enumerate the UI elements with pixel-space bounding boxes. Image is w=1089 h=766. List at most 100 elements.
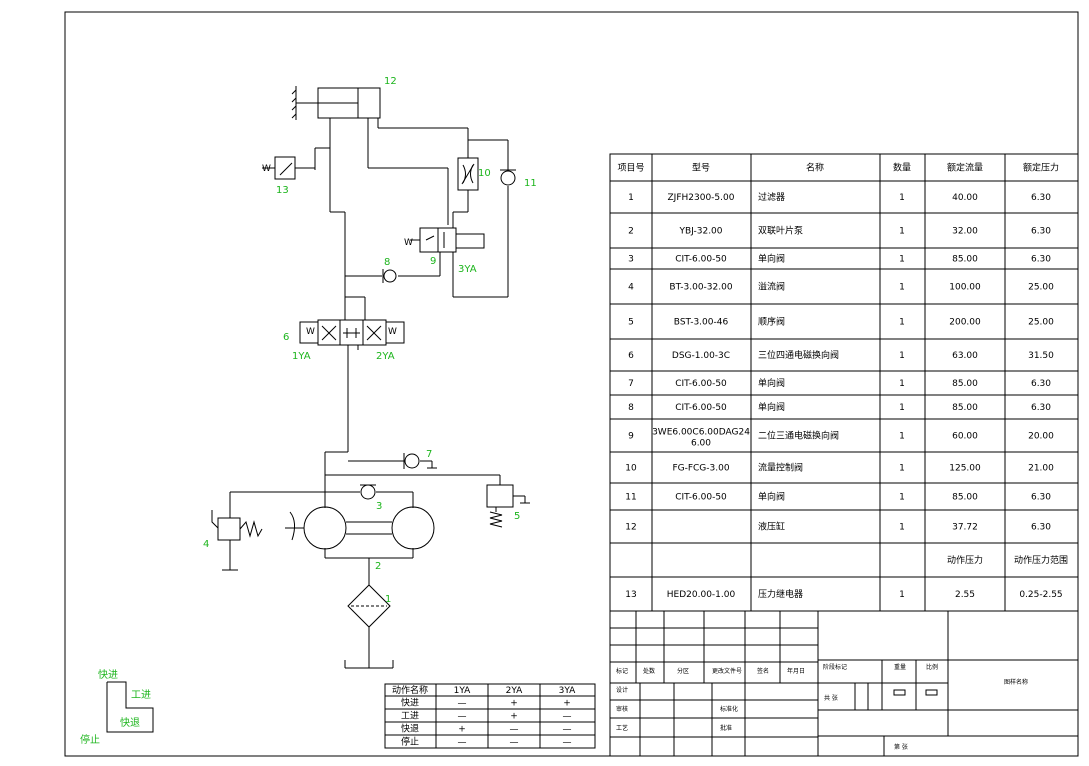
parts-table-cell: 3WE6.00C6.00DAG24: [652, 428, 750, 438]
parts-table-cell: 1: [899, 193, 905, 203]
parts-table-cell: 1: [899, 403, 905, 413]
tb-check: 审核: [616, 705, 628, 713]
parts-header-cell: 项目号: [617, 163, 644, 174]
parts-table-cell: 过滤器: [758, 191, 785, 203]
parts-table-cell: 9: [628, 432, 634, 442]
action-header-cell: 3YA: [559, 686, 577, 696]
parts-table-cell: DSG-1.00-3C: [672, 351, 730, 361]
parts-table-cell: 85.00: [952, 255, 978, 265]
parts-table-cell: BST-3.00-46: [674, 318, 729, 328]
parts-table-cell: 12: [625, 523, 636, 533]
parts-table-cell: 32.00: [952, 227, 978, 237]
parts-table-cell: 20.00: [1028, 432, 1054, 442]
parts-table-cell: 11: [625, 493, 636, 503]
parts-table-cell: 液压缸: [758, 521, 785, 533]
parts-table-cell: 1: [899, 432, 905, 442]
parts-table-cell: 13: [625, 590, 636, 600]
label-7: 7: [426, 449, 432, 460]
check-valve-3: [360, 484, 376, 500]
tb-date: 年月日: [787, 667, 805, 675]
action-table-cell: —: [510, 738, 519, 748]
parts-table-cell: 1: [899, 255, 905, 265]
parts-table-cell: 溢流阀: [758, 281, 785, 293]
cycle-stop: 停止: [80, 733, 100, 746]
parts-table-cell: 1: [899, 283, 905, 293]
parts-table-cell: 1: [899, 379, 905, 389]
label-8: 8: [384, 257, 390, 268]
parts-table-cell: 2.55: [955, 590, 975, 600]
check-valve-8: [382, 269, 397, 283]
label-2ya: 2YA: [376, 351, 395, 362]
parts-table-cell: 6.30: [1031, 493, 1051, 503]
spring-w-9: W: [404, 238, 413, 248]
tb-total: 共 张: [824, 694, 838, 702]
sequence-valve: [486, 484, 530, 528]
double-pump: [285, 506, 435, 550]
tb-sign: 签名: [757, 667, 769, 675]
label-3: 3: [376, 501, 382, 512]
tb-weight: 重量: [894, 663, 906, 671]
cycle-fast: 快进: [98, 669, 118, 681]
parts-table-cell: 85.00: [952, 403, 978, 413]
action-header-cell: 动作名称: [392, 684, 428, 696]
parts-table-cell: 6.30: [1031, 255, 1051, 265]
parts-table-cell: 6.30: [1031, 227, 1051, 237]
drawing-frame: [64, 11, 1079, 757]
tb-count: 处数: [643, 667, 655, 675]
parts-table-cell: 双联叶片泵: [758, 225, 803, 237]
parts-table-cell: 动作压力: [947, 554, 983, 566]
parts-table-cell: 125.00: [949, 464, 981, 474]
parts-table-cell: 85.00: [952, 379, 978, 389]
label-2: 2: [375, 561, 381, 572]
parts-table-cell: 6.30: [1031, 523, 1051, 533]
check-valve-7: [403, 453, 420, 469]
label-9: 9: [430, 256, 436, 267]
parts-table-cell: 100.00: [949, 283, 981, 293]
tb-sheet: 第 张: [894, 743, 908, 751]
label-5: 5: [514, 511, 520, 522]
parts-table-cell: 6.30: [1031, 379, 1051, 389]
action-header-cell: 1YA: [454, 686, 472, 696]
action-table-cell: 快退: [401, 723, 419, 735]
parts-table-cell: 1: [628, 193, 634, 203]
filter: [347, 584, 391, 628]
parts-table-cell: 1: [899, 351, 905, 361]
parts-table-cell: 40.00: [952, 193, 978, 203]
parts-table-cell: ZJFH2300-5.00: [668, 193, 735, 203]
parts-table-cell: FG-FCG-3.00: [672, 464, 729, 474]
parts-table-cell: 8: [628, 403, 634, 413]
check-valve-11: [500, 169, 516, 186]
parts-table-cell: 6.30: [1031, 403, 1051, 413]
label-1: 1: [385, 594, 391, 605]
label-13: 13: [276, 185, 289, 196]
parts-table-cell: 4: [628, 283, 634, 293]
tb-change: 更改文件号: [712, 667, 742, 675]
action-table-cell: +: [563, 699, 571, 709]
parts-table-cell: 1: [899, 227, 905, 237]
parts-table-cell: 1: [899, 590, 905, 600]
label-4: 4: [203, 539, 209, 550]
tb-craft: 工艺: [616, 724, 628, 732]
cycle-back: 快退: [120, 717, 140, 729]
parts-header-cell: 额定压力: [1023, 162, 1059, 174]
parts-table-cell: 1: [899, 493, 905, 503]
action-table-cell: —: [563, 725, 572, 735]
action-header-cell: 2YA: [506, 686, 524, 696]
hydraulic-cylinder: [291, 86, 381, 120]
label-10: 10: [478, 168, 491, 179]
parts-header-cell: 额定流量: [947, 162, 983, 174]
parts-table-cell: 63.00: [952, 351, 978, 361]
tb-mark: 标记: [616, 667, 628, 675]
parts-header-cell: 数量: [893, 162, 911, 174]
tb-std: 标准化: [720, 705, 738, 713]
action-table-cell: 工进: [401, 711, 419, 722]
parts-table-cell: YBJ-32.00: [678, 227, 722, 237]
parts-table-cell: 60.00: [952, 432, 978, 442]
parts-table-cell: CIT-6.00-50: [675, 403, 727, 413]
parts-table-cell: 顺序阀: [758, 316, 785, 328]
parts-table-cell: 21.00: [1028, 464, 1054, 474]
parts-table-cell: 1: [899, 523, 905, 533]
label-1ya: 1YA: [292, 351, 311, 362]
tb-scale: 比例: [926, 663, 938, 671]
